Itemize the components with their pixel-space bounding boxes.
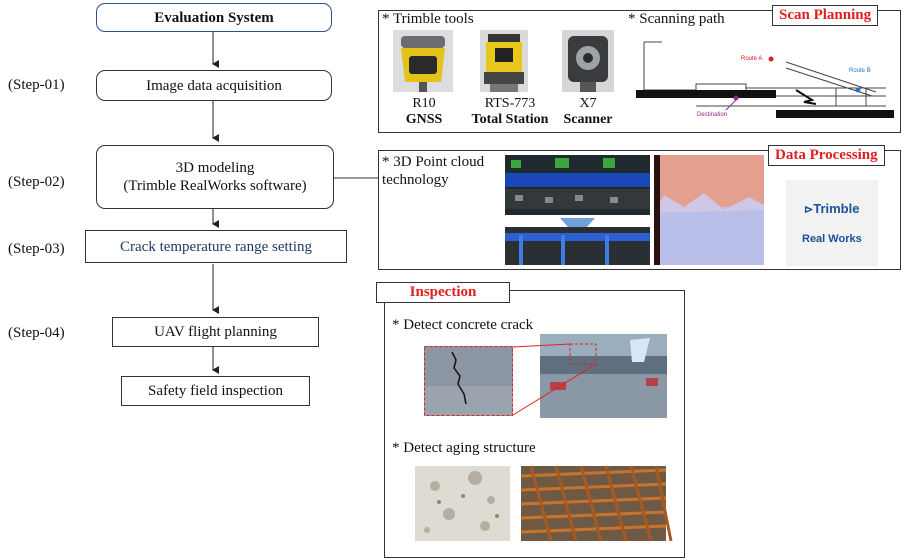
step-04-label: (Step-04) bbox=[8, 325, 65, 341]
trimble-logo-text: ⊳Trimble bbox=[804, 201, 860, 216]
laser-scanner-icon bbox=[562, 30, 614, 92]
detect-crack-label: * Detect concrete crack bbox=[392, 317, 534, 333]
step-02-label: (Step-02) bbox=[8, 174, 65, 190]
total-station-icon bbox=[480, 30, 528, 92]
point-cloud-label: * 3D Point cloud technology bbox=[382, 154, 485, 188]
rusted-rebar-image bbox=[520, 465, 673, 542]
trimble-tools-label: * Trimble tools bbox=[382, 11, 474, 27]
detect-aging-label: * Detect aging structure bbox=[392, 440, 536, 456]
scanning-path-plan bbox=[636, 41, 894, 118]
parking-garage-image bbox=[540, 334, 667, 418]
route-b-label: Route B bbox=[849, 68, 871, 74]
scan-planning-tag: Scan Planning bbox=[772, 5, 879, 26]
step-01-label: (Step-01) bbox=[8, 77, 65, 93]
route-a-label: Route A bbox=[741, 56, 763, 62]
flow-title: Evaluation System bbox=[96, 3, 332, 32]
step-03-box: Crack temperature range setting bbox=[85, 230, 347, 263]
destination-label: Destination bbox=[697, 112, 728, 118]
step-02-box: 3D modeling (Trimble RealWorks software) bbox=[96, 145, 334, 209]
scanning-path-label: * Scanning path bbox=[628, 11, 725, 27]
crack-closeup-image bbox=[424, 346, 513, 416]
step-04-box: UAV flight planning bbox=[112, 317, 319, 347]
step-01-box: Image data acquisition bbox=[96, 70, 332, 101]
trimble-logo-icon: ⊳ bbox=[804, 204, 814, 216]
data-processing-tag: Data Processing bbox=[768, 145, 885, 166]
inspection-tag: Inspection bbox=[376, 282, 510, 303]
gnss-receiver-icon bbox=[393, 30, 453, 92]
step-03-label: (Step-03) bbox=[8, 241, 65, 257]
point-cloud-image-side bbox=[654, 155, 764, 265]
final-box: Safety field inspection bbox=[121, 376, 310, 406]
aged-wall-image bbox=[415, 466, 510, 541]
realworks-logo-text: Real Works bbox=[802, 233, 862, 245]
point-cloud-image-top bbox=[505, 155, 650, 265]
trimble-logo: ⊳Trimble Real Works bbox=[786, 180, 878, 266]
